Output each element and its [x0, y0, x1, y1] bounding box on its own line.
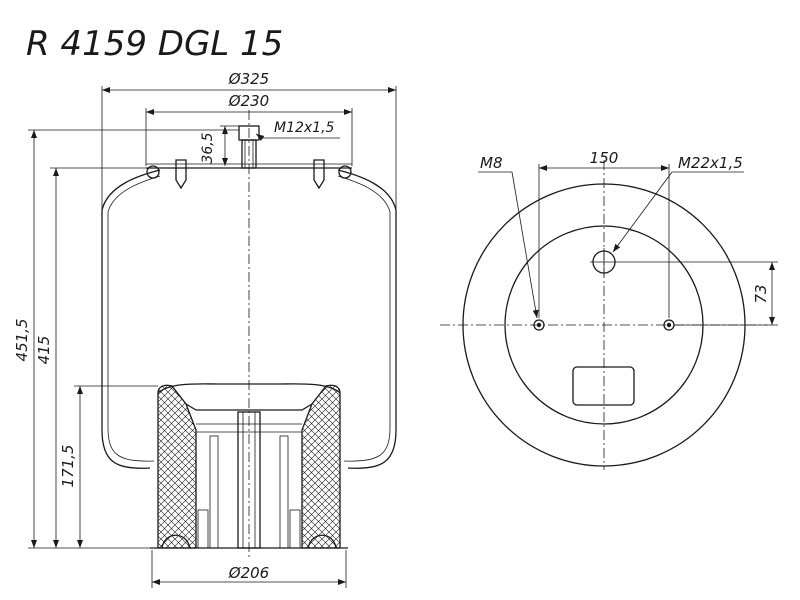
dim-thread-small: M8 [480, 154, 503, 172]
piston-right-section [301, 384, 341, 549]
dim-bottom-diameter: Ø206 [228, 564, 269, 582]
dim-bolt-spacing: 150 [590, 149, 619, 167]
stud-left [175, 159, 187, 190]
dim-thread-top: M12x1,5 [274, 120, 335, 136]
piston-bolt [237, 411, 261, 549]
piston-left-section [157, 384, 197, 549]
piston-top [157, 383, 341, 394]
bellows-outer [101, 169, 397, 469]
dim-top-diameter: Ø230 [228, 92, 269, 110]
bolt-hole-left [533, 319, 545, 331]
bead-right [338, 165, 352, 179]
dim-body-height: 415 [35, 336, 53, 365]
label-plate [572, 366, 635, 406]
dim-stud-height: 36,5 [200, 132, 216, 163]
dim-thread-air: M22x1,5 [678, 154, 743, 172]
dim-outer-diameter: Ø325 [228, 70, 269, 88]
stud-right [313, 159, 325, 190]
dim-piston-height: 171,5 [59, 445, 77, 488]
air-fitting-stem [241, 139, 257, 169]
bellows-inner [107, 175, 391, 462]
bead-left [146, 165, 160, 179]
drawing-title: R 4159 DGL 15 [26, 24, 283, 64]
dim-offset: 73 [752, 284, 770, 303]
top-view: 150 M8 M22x1,5 73 [440, 149, 778, 470]
side-view: Ø325 Ø230 36,5 M12x1,5 451,5 415 171,5 Ø… [13, 70, 397, 588]
dim-total-height: 451,5 [13, 319, 31, 362]
